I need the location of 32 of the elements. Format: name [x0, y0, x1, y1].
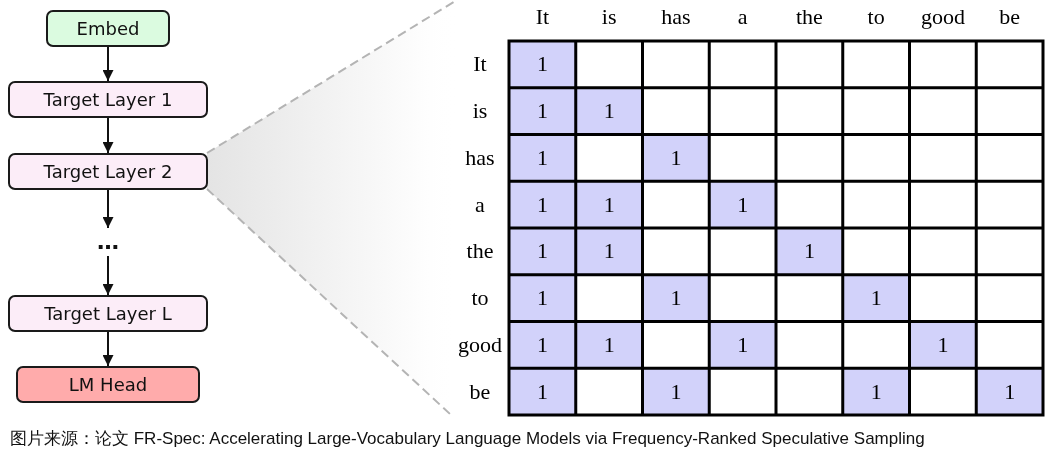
column-header: a [737, 4, 748, 30]
process-box: Target Layer L [8, 295, 208, 332]
arrow [102, 255, 114, 296]
column-header: good [920, 4, 965, 30]
row-header: the [466, 239, 494, 264]
caption: 图片来源：论文 FR-Spec: Accelerating Large-Vocabulary Language Models via Frequency-Ranked Speculative Sampling [10, 429, 925, 450]
marked-cell: 1 [509, 228, 576, 275]
column-header: is [601, 4, 617, 30]
column-header: has [661, 4, 691, 30]
marked-cell: 1 [575, 228, 643, 275]
process-box: LM Head [16, 366, 200, 403]
ellipsis: … [94, 228, 122, 256]
marked-cell: 1 [776, 228, 843, 275]
column-header: to [867, 4, 885, 30]
row-header: has [465, 145, 495, 170]
column-header: It [535, 4, 550, 30]
row-header: be [469, 379, 491, 404]
arrow [102, 189, 114, 229]
process-box: Target Layer 2 [8, 153, 208, 190]
row-header: is [472, 99, 488, 124]
marked-cell: 1 [509, 41, 576, 88]
arrow [102, 46, 114, 82]
row-header: to [471, 286, 489, 311]
column-header: the [795, 4, 823, 30]
row-header: It [473, 52, 487, 77]
arrow [102, 117, 114, 154]
row-header: a [475, 192, 485, 217]
arrow [102, 331, 114, 367]
column-header: be [999, 4, 1020, 30]
process-box: Embed [46, 10, 170, 47]
row-header: good [458, 332, 502, 357]
process-box: Target Layer 1 [8, 81, 208, 118]
